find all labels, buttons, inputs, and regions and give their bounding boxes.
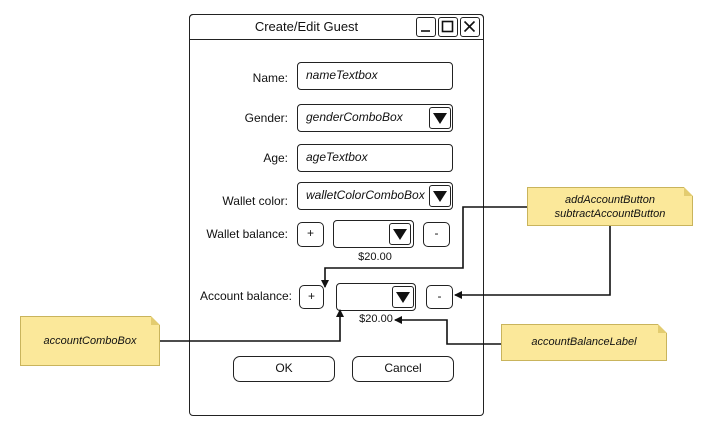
minimize-icon bbox=[421, 30, 430, 32]
age-textbox[interactable]: ageTextbox bbox=[297, 144, 453, 172]
add-wallet-button[interactable]: + bbox=[297, 222, 324, 247]
chevron-down-icon bbox=[433, 113, 447, 124]
account-balance-label: Account balance: bbox=[199, 289, 292, 303]
gender-label: Gender: bbox=[244, 111, 288, 125]
age-label: Age: bbox=[263, 151, 288, 165]
wallet-balance-label: Wallet balance: bbox=[206, 227, 288, 241]
ok-button[interactable]: OK bbox=[233, 356, 335, 382]
account-balance-amount: $20.00 bbox=[359, 313, 393, 325]
account-balance-label-connector bbox=[394, 316, 501, 345]
note-text-account-balance-label: accountBalanceLabel bbox=[531, 336, 637, 348]
note-line-add-account: addAccountButton bbox=[565, 194, 655, 206]
wallet-color-combobox[interactable]: walletColorComboBox bbox=[297, 182, 453, 210]
wallet-dropdown-button[interactable] bbox=[389, 223, 411, 245]
wallet-color-dropdown-button[interactable] bbox=[429, 185, 451, 207]
account-combobox-connector bbox=[160, 309, 344, 342]
chevron-down-icon bbox=[433, 191, 447, 202]
maximize-icon bbox=[441, 20, 454, 33]
note-line-subtract-account: subtractAccountButton bbox=[554, 208, 666, 220]
name-textbox[interactable]: nameTextbox bbox=[297, 62, 453, 90]
close-icon bbox=[463, 20, 476, 33]
cancel-button[interactable]: Cancel bbox=[352, 356, 454, 382]
annotation-note-account-combobox: accountComboBox bbox=[20, 316, 160, 366]
chevron-down-icon bbox=[396, 292, 410, 303]
wallet-color-combobox-value: walletColorComboBox bbox=[306, 188, 425, 202]
gender-combobox-value: genderComboBox bbox=[306, 110, 403, 124]
note-text-account-combobox: accountComboBox bbox=[43, 335, 137, 347]
window-title: Create/Edit Guest bbox=[254, 19, 359, 34]
annotation-note-account-balance-label: accountBalanceLabel bbox=[501, 324, 667, 361]
name-label: Name: bbox=[252, 71, 288, 85]
gender-dropdown-button[interactable] bbox=[429, 107, 451, 129]
note-fold-icon bbox=[151, 316, 160, 325]
add-account-button[interactable]: + bbox=[299, 285, 324, 309]
add-account-connector bbox=[321, 206, 527, 288]
annotation-note-account-buttons: addAccountButton subtractAccountButton bbox=[527, 187, 693, 226]
subtract-wallet-button[interactable]: - bbox=[423, 222, 450, 247]
subtract-account-button[interactable]: - bbox=[426, 285, 453, 309]
title-bar bbox=[189, 14, 484, 40]
minimize-button[interactable] bbox=[416, 17, 436, 37]
account-dropdown-button[interactable] bbox=[392, 286, 414, 308]
note-fold-icon bbox=[658, 324, 667, 333]
wallet-color-label: Wallet color: bbox=[222, 194, 288, 208]
chevron-down-icon bbox=[393, 229, 407, 240]
wallet-balance-amount: $20.00 bbox=[358, 251, 392, 263]
subtract-account-connector bbox=[454, 224, 611, 299]
gender-combobox[interactable]: genderComboBox bbox=[297, 104, 453, 132]
maximize-button[interactable] bbox=[438, 17, 458, 37]
note-fold-icon bbox=[684, 187, 693, 196]
close-button[interactable] bbox=[460, 17, 480, 37]
